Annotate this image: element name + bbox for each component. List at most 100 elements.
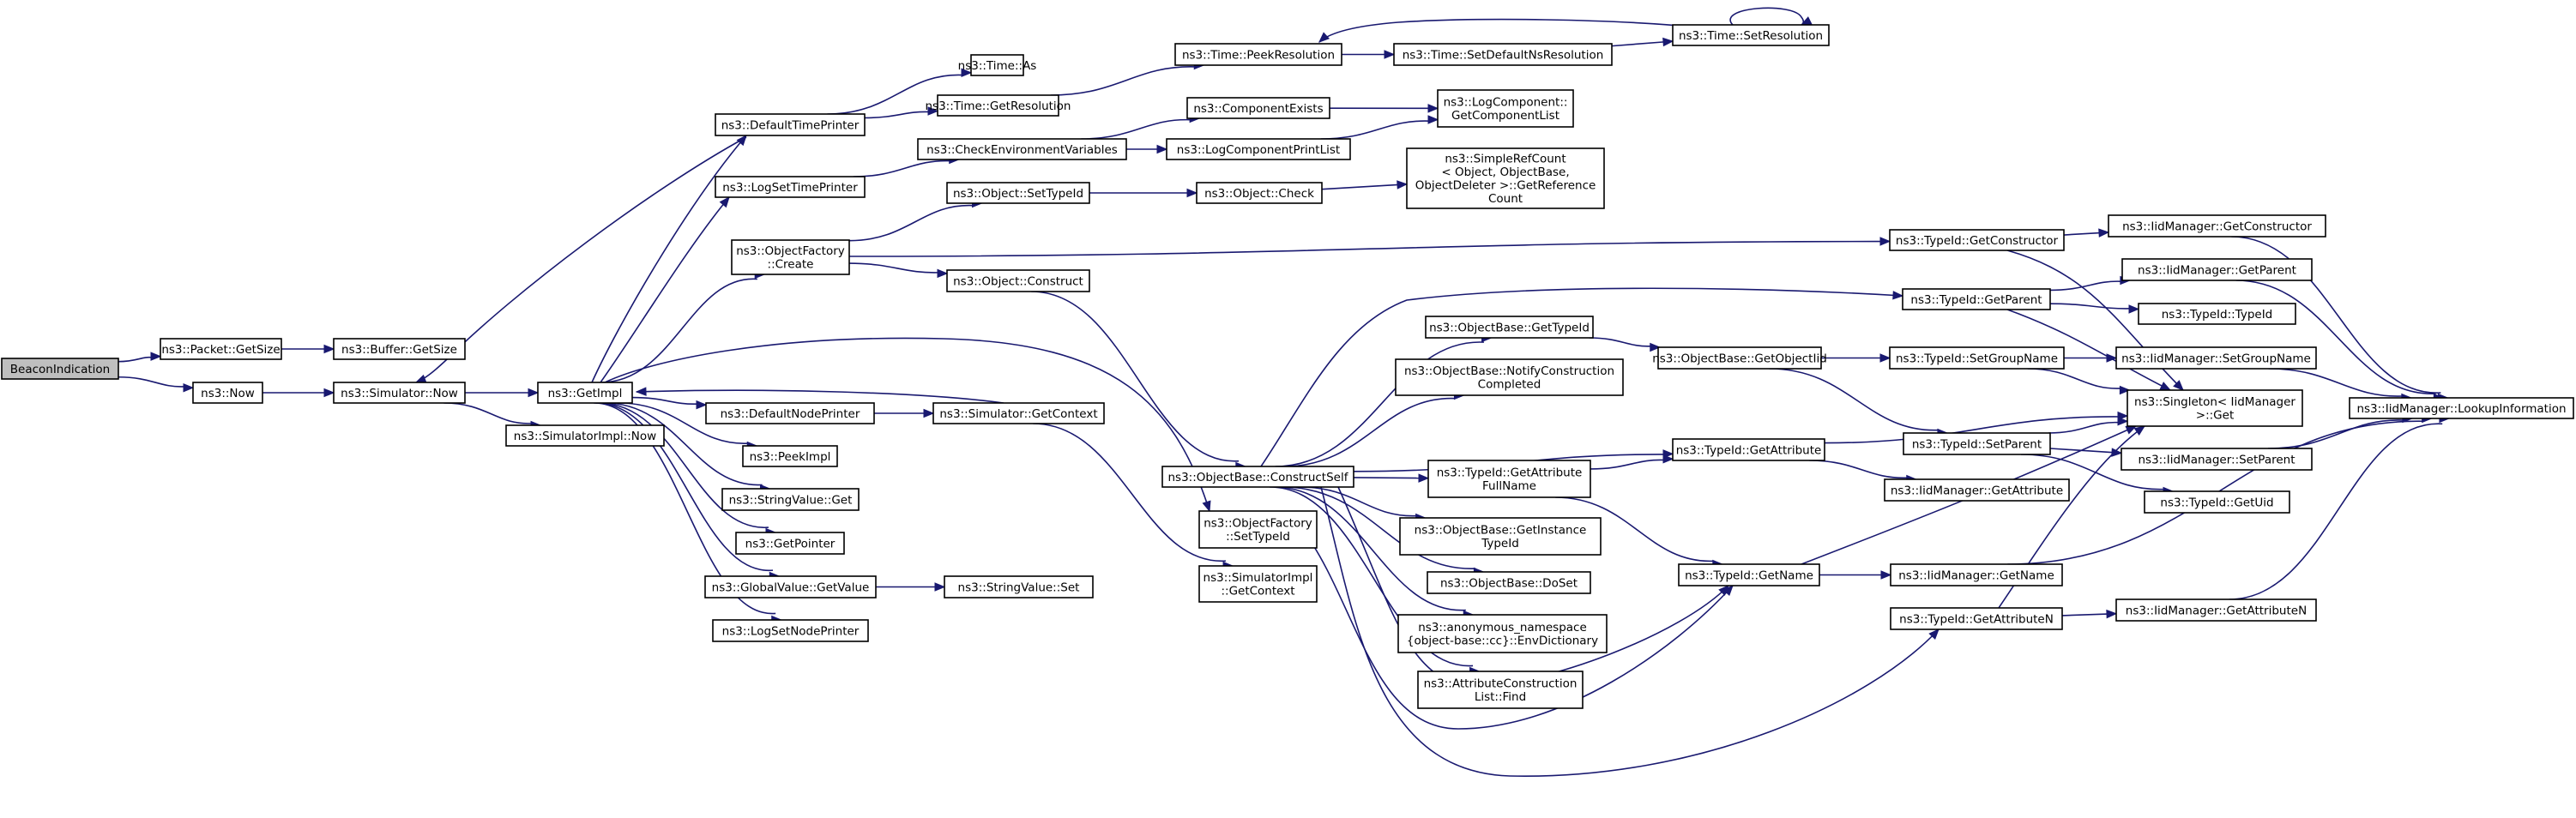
node-buffer_getsize[interactable]: ns3::Buffer::GetSize bbox=[333, 338, 466, 360]
node-label: ns3::TypeId::GetName bbox=[1685, 568, 1813, 582]
node-objectfactory_create[interactable]: ns3::ObjectFactory::Create bbox=[731, 239, 850, 275]
edge-line bbox=[848, 262, 939, 274]
node-objectbase_gettypeid[interactable]: ns3::ObjectBase::GetTypeId bbox=[1425, 316, 1594, 339]
node-simimpl_now[interactable]: ns3::SimulatorImpl::Now bbox=[505, 424, 665, 447]
node-label: ns3::TypeId::GetAttribute bbox=[1437, 466, 1583, 480]
node-envdictionary[interactable]: ns3::anonymous_namespace{object-base::cc… bbox=[1397, 614, 1608, 653]
node-object_check[interactable]: ns3::Object::Check bbox=[1196, 182, 1323, 204]
node-typeid_getuid[interactable]: ns3::TypeId::GetUid bbox=[2144, 490, 2290, 514]
node-typeid_getname[interactable]: ns3::TypeId::GetName bbox=[1678, 563, 1820, 586]
node-typeid_setparent[interactable]: ns3::TypeId::SetParent bbox=[1903, 432, 2051, 455]
node-box bbox=[1427, 460, 1591, 498]
node-label: ns3::Singleton< IidManager bbox=[2134, 395, 2295, 409]
node-box bbox=[2144, 490, 2290, 514]
node-time_setdefaultns[interactable]: ns3::Time::SetDefaultNsResolution bbox=[1393, 43, 1613, 66]
node-label: ns3::Time::SetDefaultNsResolution bbox=[1403, 48, 1604, 62]
node-typeid_getattributen[interactable]: ns3::TypeId::GetAttributeN bbox=[1890, 607, 2063, 630]
node-box bbox=[1166, 138, 1351, 160]
edge-typeid_getconstructor-to-iidmgr_getconstructor bbox=[2063, 228, 2110, 238]
node-label: ns3::TypeId::GetUid bbox=[2160, 496, 2273, 509]
node-stringvalue_get[interactable]: ns3::StringValue::Get bbox=[721, 488, 860, 511]
node-iidmgr_getattribute[interactable]: ns3::IidManager::GetAttribute bbox=[1884, 478, 2070, 502]
node-object_settypeid[interactable]: ns3::Object::SetTypeId bbox=[946, 182, 1090, 204]
node-time_as[interactable]: ns3::Time::As bbox=[958, 54, 1037, 76]
node-objectfactory_settypeid[interactable]: ns3::ObjectFactory::SetTypeId bbox=[1198, 510, 1318, 549]
node-iidmgr_getconstructor[interactable]: ns3::IidManager::GetConstructor bbox=[2108, 214, 2326, 238]
node-object_construct[interactable]: ns3::Object::Construct bbox=[946, 269, 1090, 292]
node-simplerefcount[interactable]: ns3::SimpleRefCount< Object, ObjectBase,… bbox=[1406, 147, 1605, 209]
node-label: ns3::CheckEnvironmentVariables bbox=[926, 143, 1118, 157]
edge-line bbox=[591, 135, 747, 383]
node-stringvalue_set[interactable]: ns3::StringValue::Set bbox=[944, 575, 1094, 598]
node-box bbox=[1890, 563, 2063, 586]
node-label: ns3::Object::SetTypeId bbox=[953, 187, 1083, 201]
node-globalvalue_getvalue[interactable]: ns3::GlobalValue::GetValue bbox=[704, 575, 877, 598]
node-iidmgr_getname[interactable]: ns3::IidManager::GetName bbox=[1890, 563, 2063, 586]
node-typeid_setgroupname[interactable]: ns3::TypeId::SetGroupName bbox=[1889, 346, 2065, 370]
edge-line bbox=[1260, 287, 1903, 467]
node-defaultnodeprinter[interactable]: ns3::DefaultNodePrinter bbox=[705, 402, 875, 424]
node-componentexists[interactable]: ns3::ComponentExists bbox=[1186, 97, 1330, 119]
node-singleton_get[interactable]: ns3::Singleton< IidManager>::Get bbox=[2127, 389, 2303, 427]
node-logcomponentprintlist[interactable]: ns3::LogComponentPrintList bbox=[1166, 138, 1351, 160]
node-beacon[interactable]: BeaconIndication bbox=[1, 358, 119, 380]
node-logsetnodeprinter[interactable]: ns3::LogSetNodePrinter bbox=[712, 619, 869, 642]
node-time_setresolution[interactable]: ns3::Time::SetResolution bbox=[1672, 24, 1830, 46]
edge-line bbox=[2229, 423, 2443, 600]
node-objectbase_getobjectiid[interactable]: ns3::ObjectBase::GetObjectIid bbox=[1652, 346, 1827, 370]
node-defaulttimeprinter[interactable]: ns3::DefaultTimePrinter bbox=[715, 113, 866, 136]
node-objectbase_notify[interactable]: ns3::ObjectBase::NotifyConstructionCompl… bbox=[1395, 358, 1624, 396]
node-label: ns3::ObjectFactory bbox=[736, 244, 845, 258]
edge-line bbox=[600, 278, 757, 383]
edge-iidmgr_getname-to-iidmgr_lookupinfo bbox=[2007, 413, 2433, 565]
edge-line bbox=[118, 376, 185, 388]
node-objectbase_constructself[interactable]: ns3::ObjectBase::ConstructSelf bbox=[1161, 466, 1354, 488]
node-logsettimeprinter[interactable]: ns3::LogSetTimePrinter bbox=[715, 176, 866, 198]
node-typeid_getconstructor[interactable]: ns3::TypeId::GetConstructor bbox=[1889, 229, 2065, 251]
edge-arrowhead bbox=[1650, 342, 1662, 352]
node-time_peekresolution[interactable]: ns3::Time::PeekResolution bbox=[1174, 43, 1342, 66]
node-iidmgr_getparent[interactable]: ns3::IidManager::GetParent bbox=[2121, 258, 2313, 281]
edge-arrowhead bbox=[1418, 473, 1430, 483]
edge-objectbase_gettypeid-to-objectbase_getobjectiid bbox=[1589, 337, 1662, 352]
edge-line bbox=[443, 402, 533, 424]
node-getimpl[interactable]: ns3::GetImpl bbox=[537, 382, 633, 404]
node-label: ns3::IidManager::GetAttribute bbox=[1891, 484, 2063, 497]
edge-beacon-to-packet_getsize bbox=[118, 352, 162, 363]
node-box bbox=[715, 176, 866, 198]
node-getpointer[interactable]: ns3::GetPointer bbox=[735, 532, 845, 555]
edge-arrowhead bbox=[2106, 609, 2118, 619]
node-box bbox=[333, 338, 466, 360]
node-typeid_typeid[interactable]: ns3::TypeId::TypeId bbox=[2138, 303, 2296, 325]
node-box bbox=[1425, 316, 1594, 339]
edge-object_settypeid-to-object_check bbox=[1089, 188, 1198, 198]
edge-line bbox=[1033, 423, 1226, 562]
node-typeid_getattribute[interactable]: ns3::TypeId::GetAttribute bbox=[1672, 438, 1825, 461]
node-objectbase_doset[interactable]: ns3::ObjectBase::DoSet bbox=[1427, 571, 1591, 594]
node-label: ns3::Time::GetResolution bbox=[925, 99, 1071, 113]
node-iidmgr_lookupinfo[interactable]: ns3::IidManager::LookupInformation bbox=[2349, 397, 2574, 419]
node-typeid_getparent[interactable]: ns3::TypeId::GetParent bbox=[1902, 288, 2051, 310]
node-iidmgr_getattributen[interactable]: ns3::IidManager::GetAttributeN bbox=[2115, 598, 2317, 622]
node-checkenv[interactable]: ns3::CheckEnvironmentVariables bbox=[917, 138, 1127, 160]
node-iidmgr_setparent[interactable]: ns3::IidManager::SetParent bbox=[2121, 448, 2313, 471]
node-simulator_now[interactable]: ns3::Simulator::Now bbox=[333, 382, 466, 404]
edge-defaulttimeprinter-to-simulator_now bbox=[414, 136, 747, 383]
call-graph-edges bbox=[118, 7, 2451, 777]
node-peekimpl[interactable]: ns3::PeekImpl bbox=[742, 445, 838, 467]
node-logcomponent_getlist[interactable]: ns3::LogComponent::GetComponentList bbox=[1437, 89, 1574, 128]
node-simulator_getcontext[interactable]: ns3::Simulator::GetContext bbox=[932, 402, 1105, 424]
edge-line bbox=[1274, 486, 1466, 611]
edge-line bbox=[2063, 232, 2101, 236]
node-packet_getsize[interactable]: ns3::Packet::GetSize bbox=[160, 338, 282, 360]
node-time_getresolution[interactable]: ns3::Time::GetResolution bbox=[925, 94, 1071, 117]
node-now[interactable]: ns3::Now bbox=[192, 382, 263, 404]
node-simimpl_getcontext[interactable]: ns3::SimulatorImpl::GetContext bbox=[1198, 565, 1318, 603]
node-iidmgr_setgroupname[interactable]: ns3::IidManager::SetGroupName bbox=[2115, 346, 2317, 370]
edge-arrowhead bbox=[1662, 37, 1674, 47]
edge-checkenv-to-logcomponentprintlist bbox=[1126, 144, 1168, 154]
node-label: ns3::Object::Check bbox=[1204, 187, 1314, 201]
